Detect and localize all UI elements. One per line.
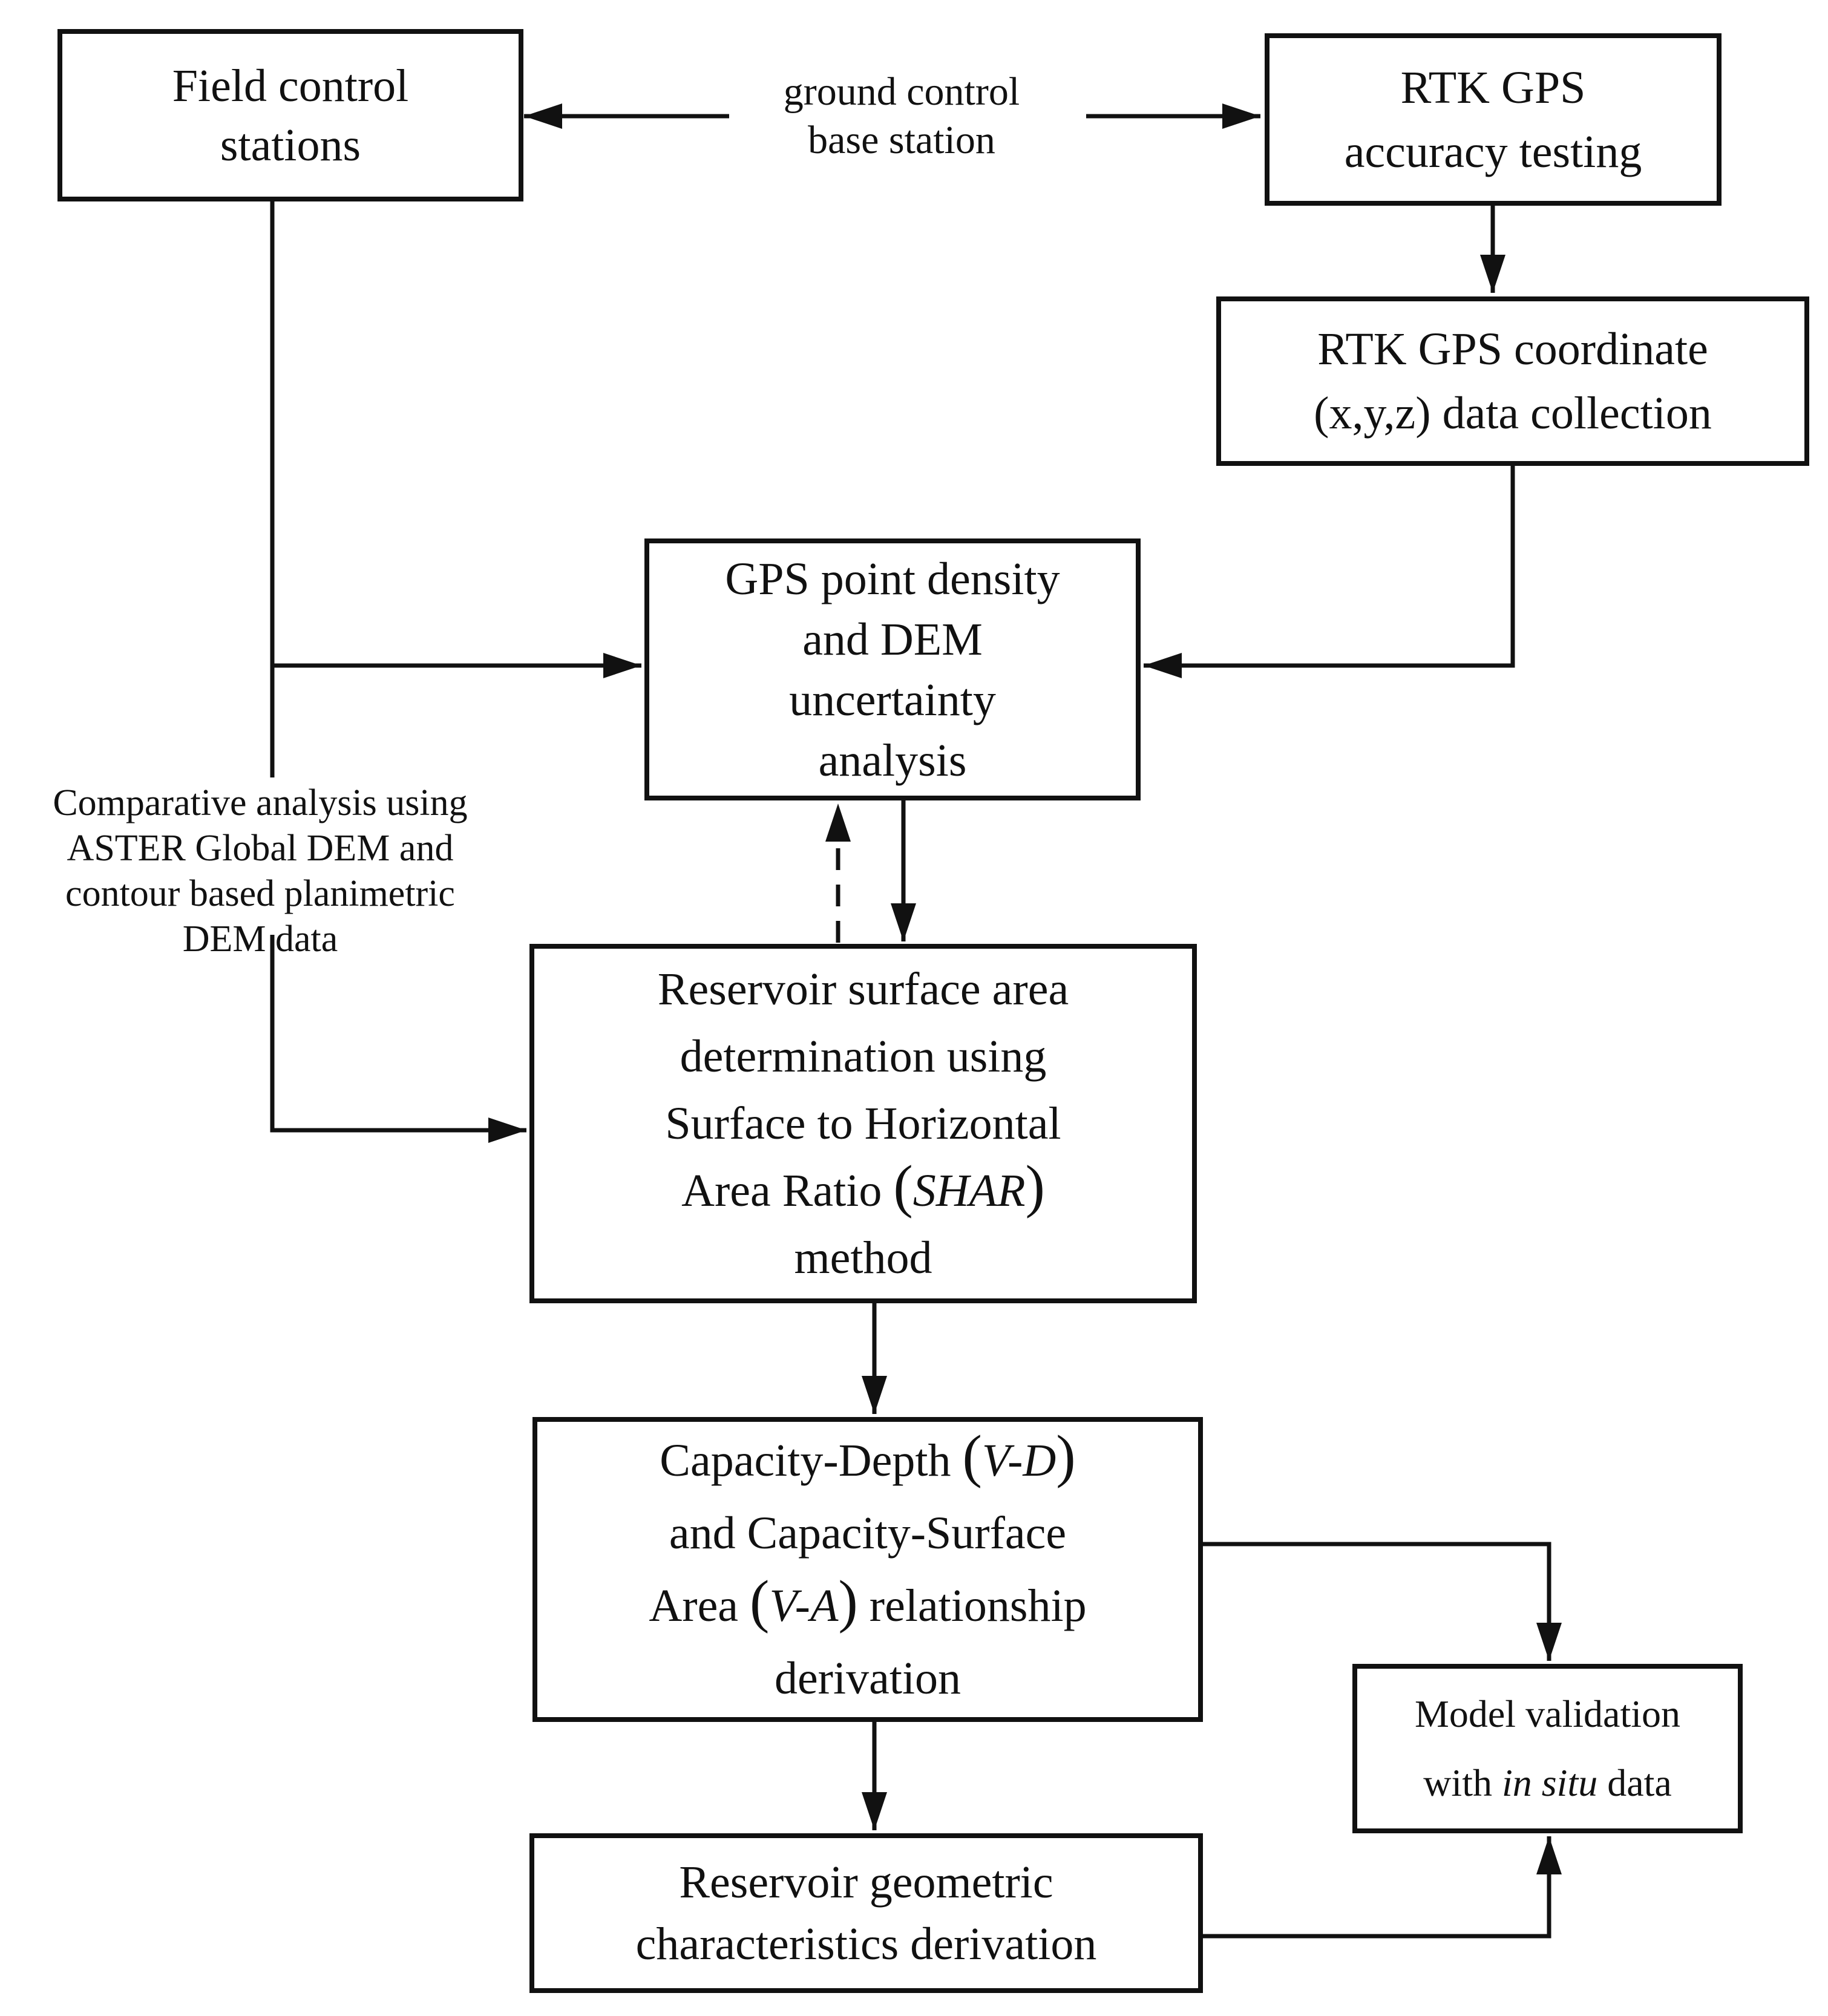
- text-line: method: [794, 1232, 932, 1283]
- text-line: contour based planimetric: [65, 873, 455, 914]
- node-rtk-gps-coordinate-collection: RTK GPS coordinate (x,y,z) data collectio…: [1216, 296, 1809, 466]
- text-line: Surface to Horizontal: [665, 1098, 1061, 1149]
- text-line: Reservoir surface area: [657, 963, 1069, 1015]
- text-line: ground control: [783, 70, 1020, 114]
- text-line: with in situ data: [1423, 1761, 1672, 1804]
- text-line: Reservoir geometric: [679, 1857, 1053, 1908]
- arrow-field-stations-to-gps-density: [270, 201, 641, 678]
- node-reservoir-surface-area-shar: Reservoir surface area determination usin…: [529, 944, 1197, 1303]
- arrow-field-stations-to-reservoir-surface: [270, 666, 526, 1130]
- text-line: characteristics derivation: [635, 1919, 1097, 1969]
- node-rtk-gps-accuracy-testing: RTK GPS accuracy testing: [1265, 33, 1722, 206]
- node-capacity-relationship-derivation: Capacity-Depth (V-D) and Capacity-Surface…: [532, 1417, 1203, 1722]
- text-line: stations: [220, 119, 361, 171]
- node-field-control-stations: Field control stations: [57, 29, 523, 201]
- text-line: Area (V-A) relationship: [649, 1569, 1087, 1634]
- text-line: RTK GPS coordinate: [1317, 324, 1708, 375]
- arrow-rtk-coordinate-to-gps-density: [1144, 466, 1515, 678]
- node-gps-point-density-analysis: GPS point density and DEM uncertainty analy…: [644, 538, 1141, 800]
- text-line: ASTER Global DEM and: [67, 828, 454, 869]
- text-line: determination using: [680, 1030, 1047, 1082]
- node-reservoir-geometric-derivation: Reservoir geometric characteristics deriv…: [529, 1833, 1203, 1993]
- text-line: Comparative analysis using: [53, 782, 468, 823]
- text-line: and Capacity-Surface: [669, 1508, 1067, 1559]
- text-line: Area Ratio (SHAR): [681, 1153, 1045, 1219]
- text-line: accuracy testing: [1344, 126, 1642, 177]
- text-line: Capacity-Depth (V-D): [660, 1424, 1076, 1489]
- arrow-reservoir-geometric-to-model-validation: [1203, 1836, 1562, 1939]
- text-line: and DEM: [802, 614, 983, 665]
- text-line: (x,y,z) data collection: [1314, 388, 1712, 439]
- text-line: GPS point density: [725, 553, 1060, 604]
- text-line: derivation: [774, 1653, 962, 1704]
- arrow-capacity-to-model-validation: [1203, 1542, 1562, 1661]
- node-model-validation: Model validation with in situ data: [1352, 1664, 1743, 1833]
- text-line: DEM data: [182, 918, 338, 960]
- text-line: Model validation: [1414, 1692, 1681, 1735]
- text-line: base station: [808, 118, 995, 162]
- text-line: RTK GPS: [1400, 62, 1586, 113]
- text-line: uncertainty: [789, 674, 996, 725]
- text-line: Field control: [172, 60, 409, 111]
- text-line: analysis: [818, 735, 967, 786]
